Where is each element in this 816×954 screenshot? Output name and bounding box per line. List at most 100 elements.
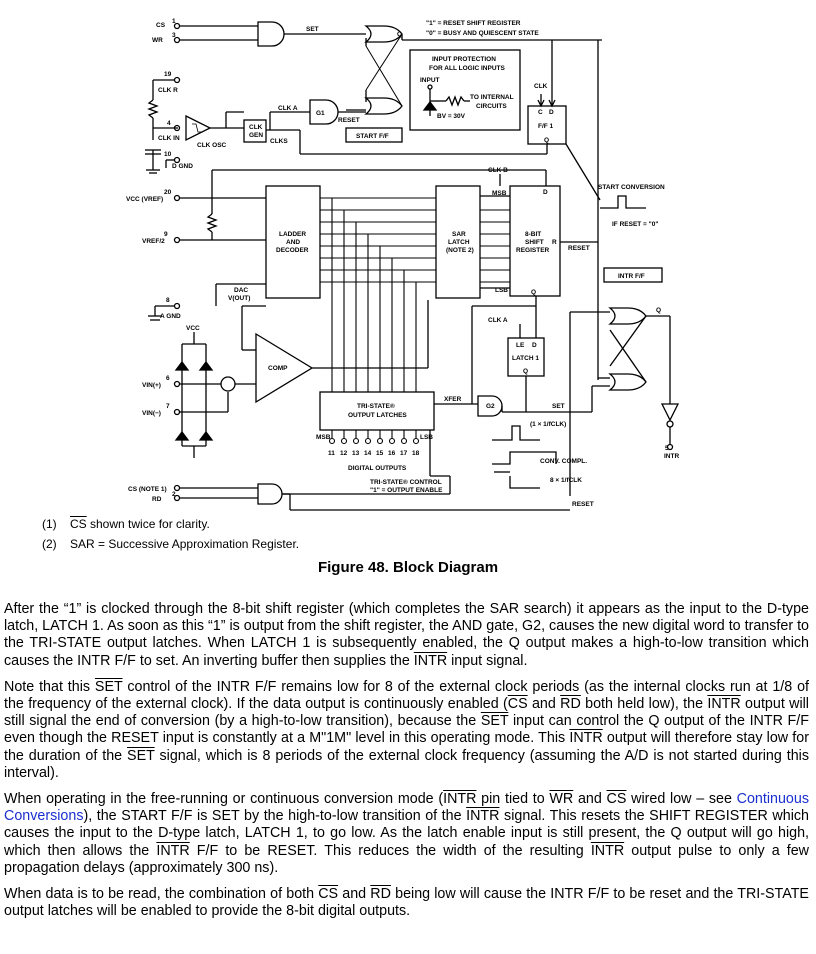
bit-pin-12: 12 xyxy=(340,450,348,457)
p3-text-h: output pulse to only a few propagation d… xyxy=(4,842,809,876)
p3-text-b: pin tied to xyxy=(476,791,550,808)
p2-set3: SET xyxy=(127,747,155,764)
p3-text-a: When operating in the free-running or co… xyxy=(4,791,444,808)
sr-1: 8-BIT xyxy=(525,231,541,238)
pin19-label: 19 xyxy=(164,71,172,78)
ladder-3: DECODER xyxy=(276,247,309,254)
p2-text-c: and xyxy=(527,696,561,713)
pin10-label: 10 xyxy=(164,151,172,158)
note-1-overline: CS xyxy=(70,517,87,531)
figure-caption: Figure 48. Block Diagram xyxy=(317,559,499,576)
vin-plus-label: VIN(+) xyxy=(142,382,161,389)
pin4-label: 4 xyxy=(167,120,171,127)
sr-3: REGISTER xyxy=(516,247,550,254)
p4-text-b: and xyxy=(338,886,371,903)
vcc-label: VCC xyxy=(186,325,200,332)
d-gnd-label: D GND xyxy=(172,163,193,170)
clk-r-label: CLK R xyxy=(158,87,178,94)
clk-a-label: CLK A xyxy=(278,105,298,112)
note-1: (1) CS shown twice for clarity. xyxy=(42,514,299,534)
clk-osc-label: CLK OSC xyxy=(197,142,227,149)
p2-text-g: output will therefore stay low for the d… xyxy=(4,730,809,764)
p3-text-c: and xyxy=(573,791,607,808)
clk-ff-label: CLK xyxy=(534,83,548,90)
clk-gen-1: CLK xyxy=(249,124,263,131)
tri-ctl-1: TRI-STATE® CONTROL xyxy=(370,478,442,486)
vcc-vref-label: VCC (VREF) xyxy=(126,196,163,203)
g2-label: G2 xyxy=(486,403,495,410)
bit-pin-16: 16 xyxy=(388,450,396,457)
p2-cs: CS xyxy=(507,696,528,713)
q-intr-label: Q xyxy=(656,307,661,314)
p2-rd: RD xyxy=(560,696,581,713)
note-1-text: shown twice for clarity. xyxy=(86,517,210,531)
ladder-2: AND xyxy=(286,239,300,246)
msb-sr-label: MSB xyxy=(492,190,507,197)
q-top-label: Q xyxy=(397,31,402,38)
clk-gen-2: GEN xyxy=(249,132,263,139)
p3-wr: WR xyxy=(549,791,574,808)
conv-compl-label: CONV. COMPL. xyxy=(540,458,587,465)
p4-text-a: When data is to be read, the combination… xyxy=(4,886,319,903)
protection-input: INPUT xyxy=(420,77,440,84)
p2-text-d: both held low), the xyxy=(580,696,708,713)
bit-pin-13: 13 xyxy=(352,450,360,457)
d-latch-label: D xyxy=(532,342,537,349)
pin9-label: 9 xyxy=(164,231,168,238)
pin6-label: 6 xyxy=(166,375,170,382)
p2-text-b: control of the INTR F/F remains low for … xyxy=(4,678,809,713)
dac-2: V(OUT) xyxy=(228,295,250,302)
xfer-label: XFER xyxy=(444,396,462,403)
pin8-label: 8 xyxy=(166,297,170,304)
if-reset-label: IF RESET = "0" xyxy=(612,221,658,228)
body-text: After the “1” is clocked through the 8-b… xyxy=(4,601,809,929)
clk8-label: 8 × 1/fCLK xyxy=(550,477,582,484)
p2-text-h: signal, which is 8 periods of the extern… xyxy=(4,747,809,781)
p1-text-b: input signal. xyxy=(447,652,528,669)
lsb-out-label: LSB xyxy=(420,434,433,441)
continuous-conversions-link[interactable]: Continuous Conversions xyxy=(4,791,809,825)
p3-intr2: INTR xyxy=(466,808,500,825)
p3-text-e: ), the START F/F is SET by the high-to-l… xyxy=(83,808,467,825)
ff1-d: D xyxy=(549,109,554,116)
reset-bottom-label: RESET xyxy=(572,501,594,508)
rd-label: RD xyxy=(152,496,162,503)
bit-pin-15: 15 xyxy=(376,450,384,457)
p2-set: SET xyxy=(94,678,123,695)
note-1-num: (1) xyxy=(42,517,57,531)
p4-cs: CS xyxy=(318,886,339,903)
pin1-label: 1 xyxy=(172,18,176,25)
tri-ctl-2: "1" = OUTPUT ENABLE xyxy=(370,487,443,494)
p2-text-a: Note that this xyxy=(4,678,95,695)
reset-note-2: "0" = BUSY AND QUIESCENT STATE xyxy=(426,30,539,37)
tri-1: TRI-STATE® xyxy=(357,402,395,410)
p2-text-e: output will still signal the end of conv… xyxy=(4,696,809,730)
vin-minus-label: VIN(−) xyxy=(142,410,161,417)
p2-set2: SET xyxy=(480,713,509,730)
p4-rd: RD xyxy=(370,886,391,903)
pin2-label: 2 xyxy=(172,491,176,498)
sr-r: R xyxy=(552,239,557,246)
clk-in-label: CLK IN xyxy=(158,135,180,142)
clk-b-label: CLK B xyxy=(488,167,508,174)
le-label: LE xyxy=(516,342,525,349)
start-ff-label: START F/F xyxy=(356,133,389,140)
sar-2: LATCH xyxy=(448,239,470,246)
pin3-label: 3 xyxy=(172,32,176,39)
protection-to-1: TO INTERNAL xyxy=(470,94,514,101)
msb-out-label: MSB xyxy=(316,434,331,441)
clks-label: CLKS xyxy=(270,138,288,145)
bit-pin-11: 11 xyxy=(328,450,335,457)
sar-1: SAR xyxy=(452,231,466,238)
p4-text-c: being low will cause the INTR F/F to be … xyxy=(4,886,809,920)
pin5-label: 5 xyxy=(665,445,669,452)
paragraph-1: After the “1” is clocked through the 8-b… xyxy=(4,601,809,670)
paragraph-4: When data is to be read, the combination… xyxy=(4,886,809,920)
p1-intr: INTR xyxy=(413,652,448,669)
vref2-label: VREF/2 xyxy=(142,238,165,245)
p2-text-f: input can control the Q output of the IN… xyxy=(4,713,809,747)
ff1-name: F/F 1 xyxy=(538,123,554,130)
ff1-q: Q xyxy=(544,137,549,144)
set-line-label: SET xyxy=(306,26,319,33)
